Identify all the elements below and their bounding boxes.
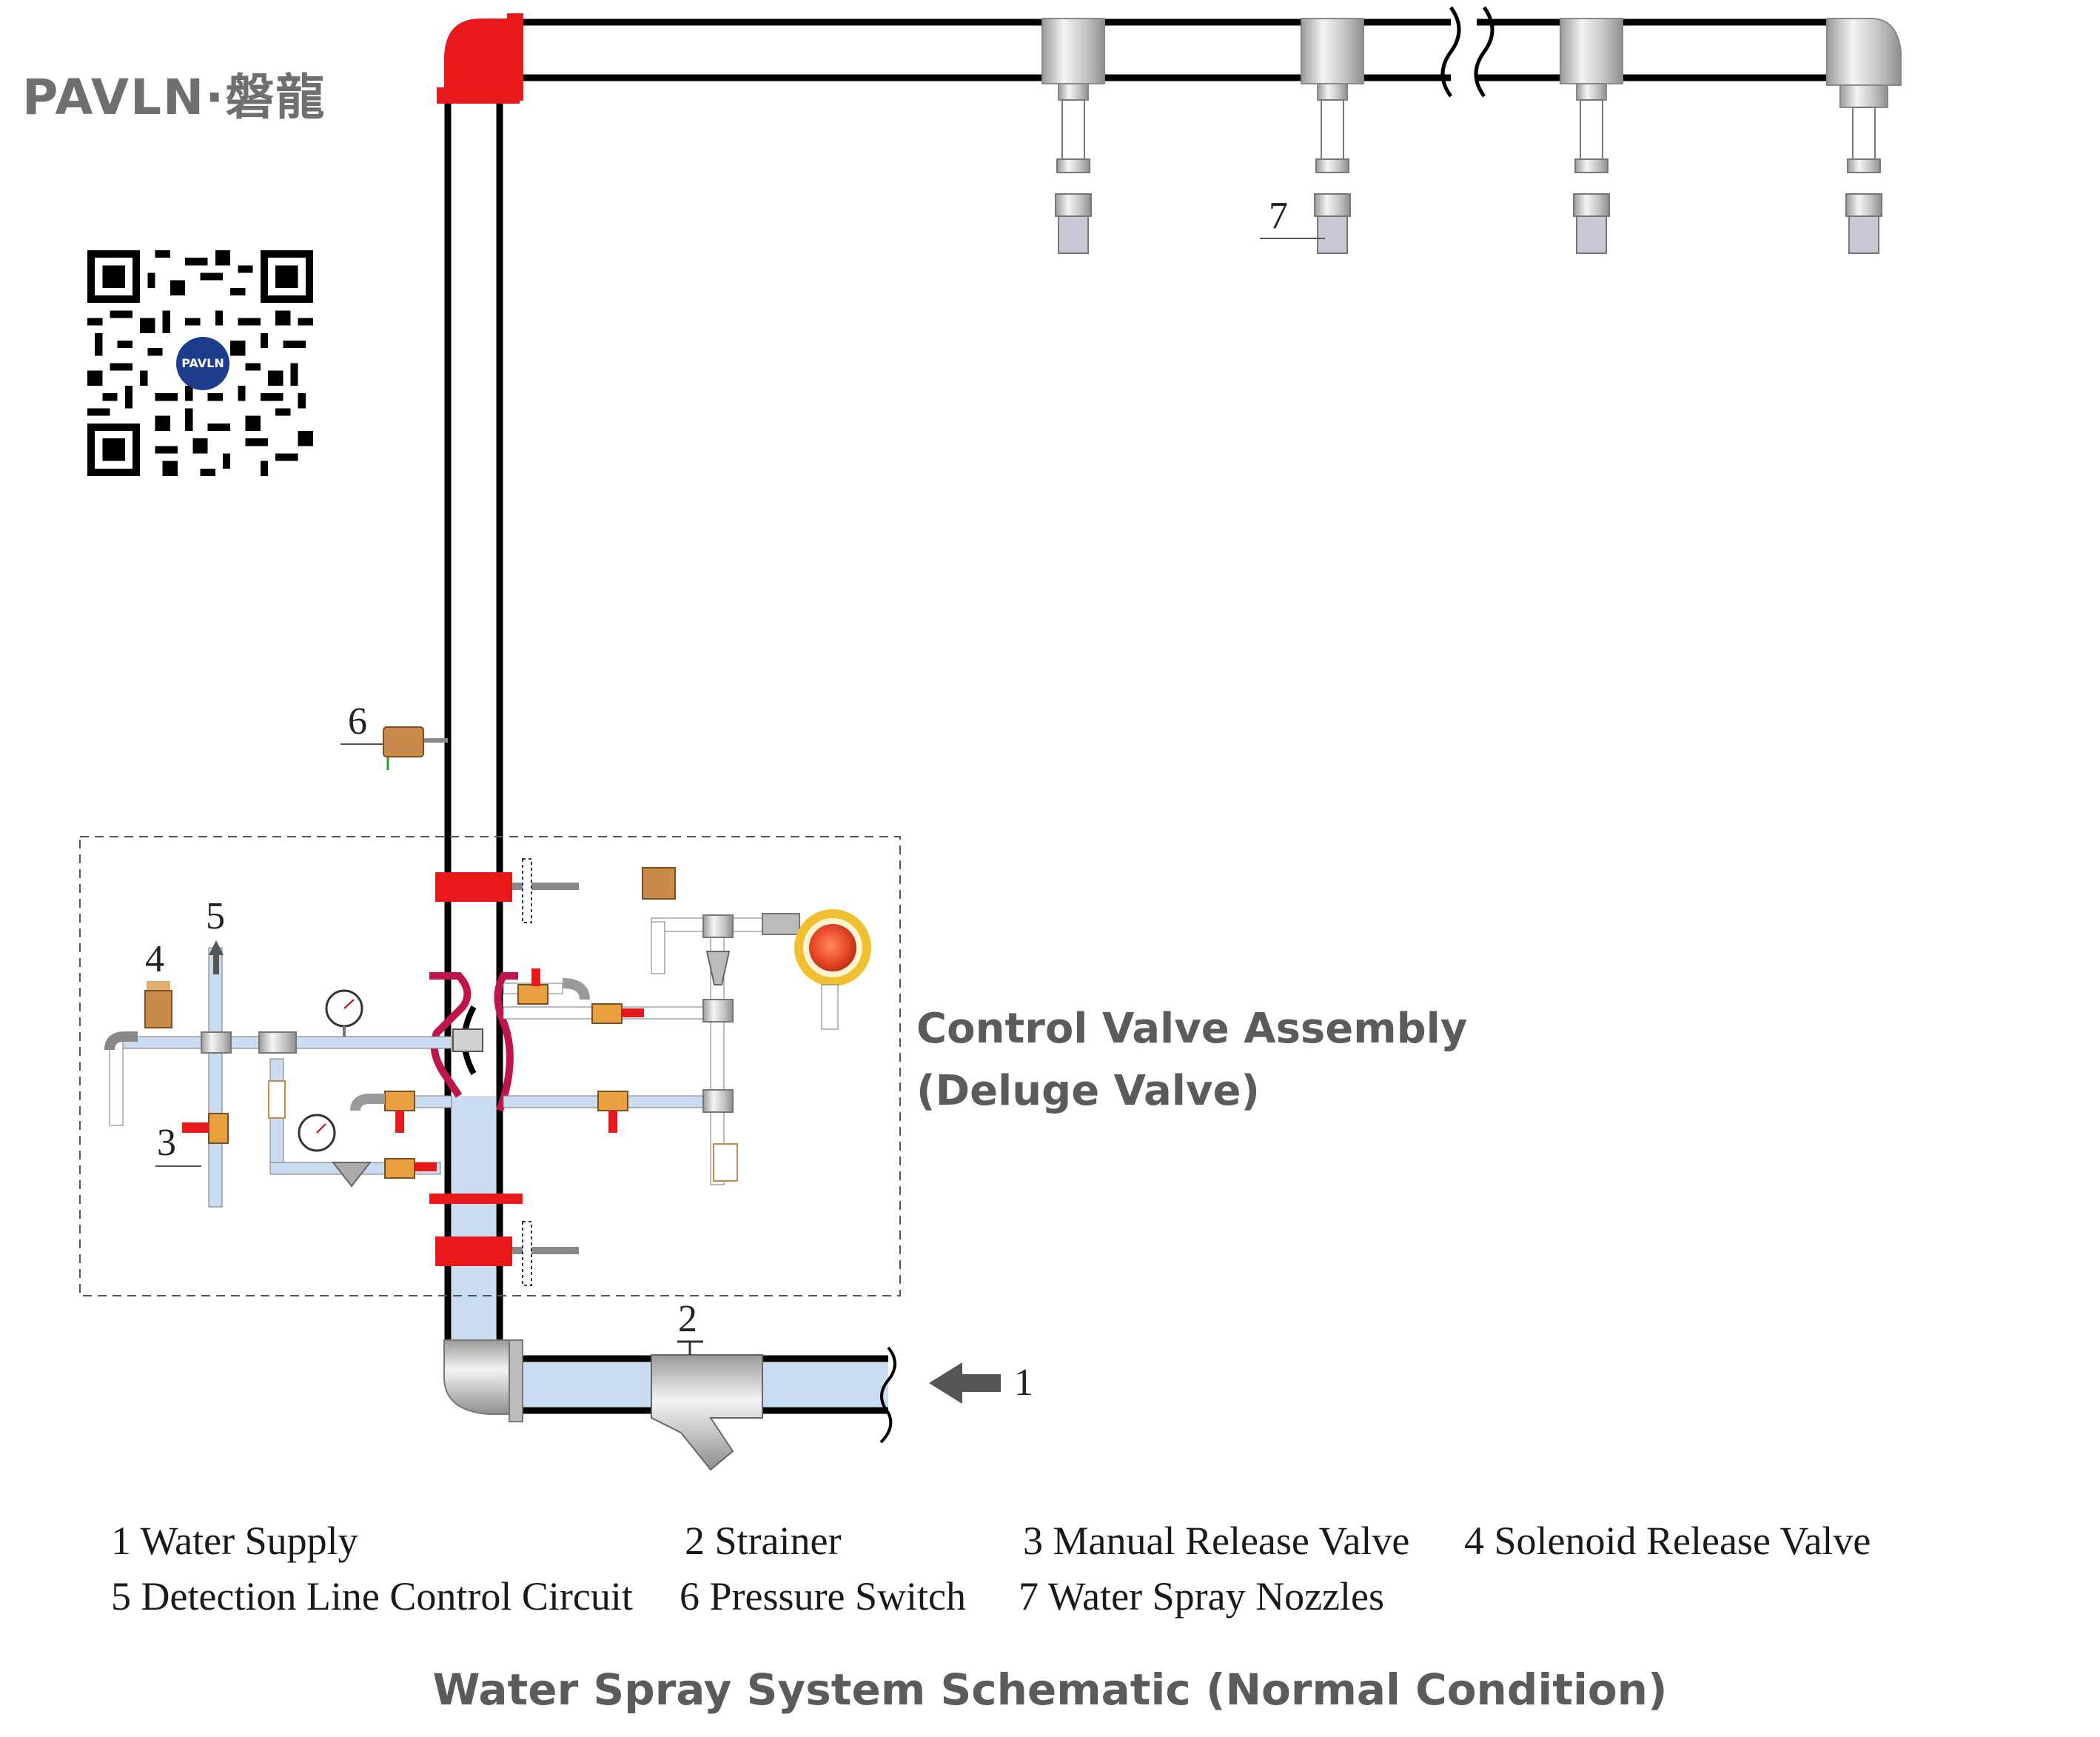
legend-item-solenoid-release-valve: 4 Solenoid Release Valve [1464, 1519, 1871, 1563]
callout-4: 4 [145, 938, 164, 980]
supply-arrow [929, 1362, 1001, 1404]
brand-logo: PAVLN·磐龍 [22, 69, 326, 126]
trim-piping-right [350, 867, 871, 1185]
legend-item-strainer: 2 Strainer [685, 1519, 842, 1563]
legend-item-pressure-switch: 6 Pressure Switch [680, 1574, 966, 1619]
strainer [651, 1340, 763, 1471]
callout-3: 3 [157, 1122, 176, 1164]
assembly-title-line1: Control Valve Assembly [916, 1005, 1468, 1053]
callout-5: 5 [206, 895, 225, 937]
control-valve-assembly-title: Control Valve Assembly (Deluge Valve) [916, 998, 1467, 1122]
callout-1: 1 [1014, 1362, 1033, 1404]
callout-6: 6 [348, 700, 367, 743]
legend-item-manual-release-valve: 3 Manual Release Valve [1023, 1519, 1410, 1563]
upper-gate-valve [435, 858, 579, 923]
assembly-title-line2: (Deluge Valve) [916, 1067, 1261, 1115]
deluge-valve-body [429, 972, 518, 1112]
pressure-switch [341, 726, 448, 770]
callout-7: 7 [1269, 195, 1288, 237]
qr-code-image [87, 250, 313, 476]
top-main-pipe [511, 6, 1828, 98]
legend-item-detection-line: 5 Detection Line Control Circuit [111, 1574, 633, 1619]
riser-pipe [444, 104, 503, 1348]
legend-item-water-supply: 1 Water Supply [111, 1519, 358, 1563]
legend-item-water-spray-nozzles: 7 Water Spray Nozzles [1019, 1574, 1384, 1619]
trim-piping-left [104, 940, 452, 1208]
schematic-caption: Water Spray System Schematic (Normal Con… [432, 1664, 1668, 1715]
lower-gate-valve [429, 1194, 579, 1286]
qr-center-logo: PAVLN [176, 337, 229, 390]
top-elbow-fitting [444, 19, 511, 93]
control-valve-assembly-box [79, 836, 901, 1296]
callout-2: 2 [678, 1298, 697, 1340]
nozzle-drops [1041, 18, 1902, 254]
